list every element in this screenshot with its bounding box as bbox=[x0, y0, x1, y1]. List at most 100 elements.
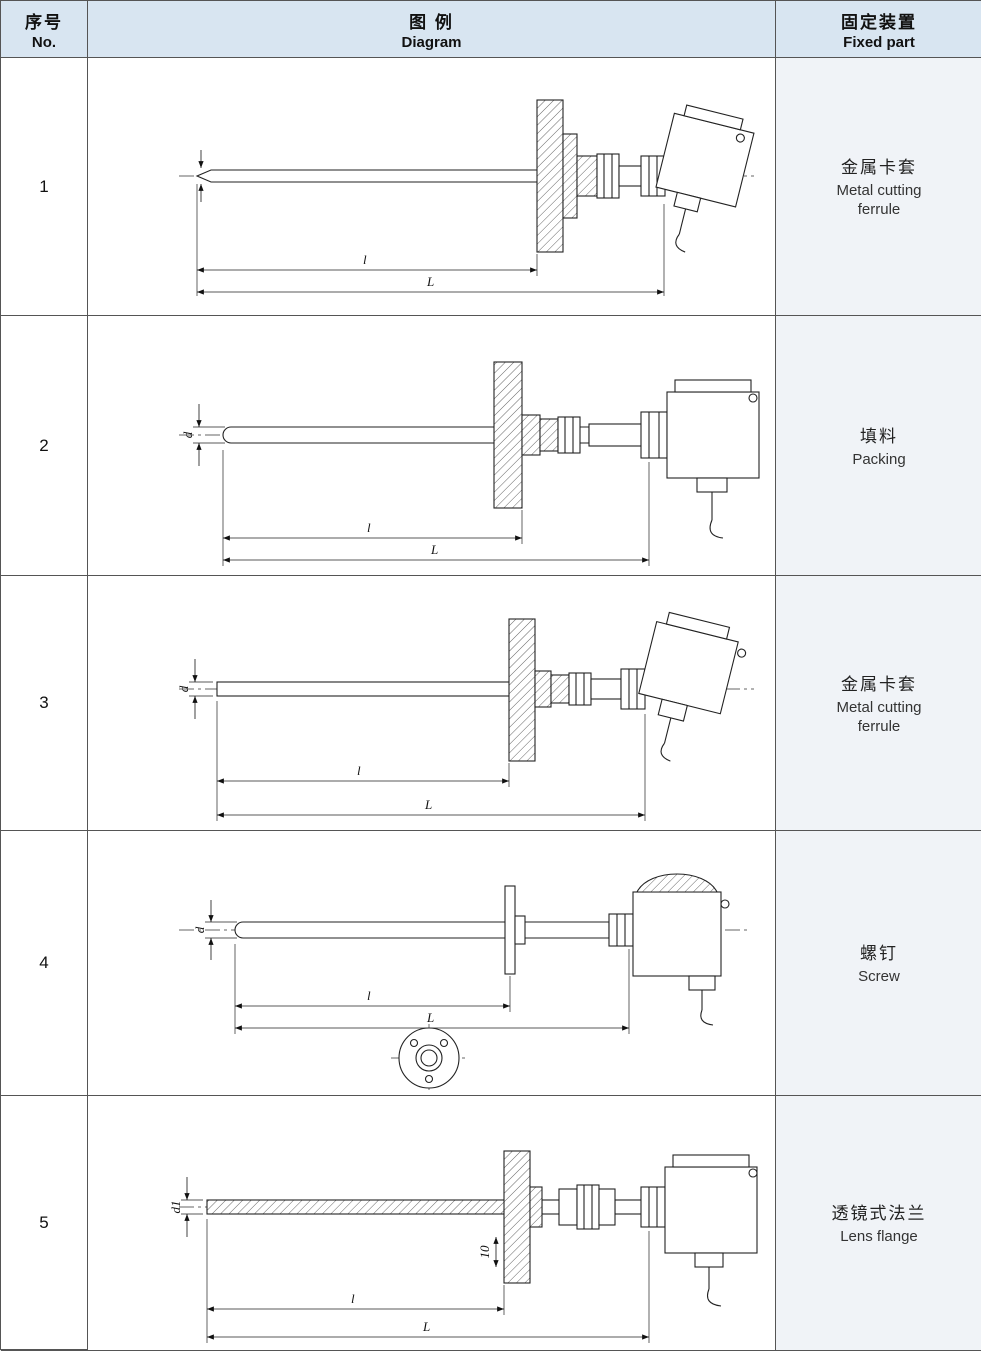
cable-gland bbox=[672, 191, 701, 212]
row-1-diagram-cell: l L bbox=[88, 58, 776, 316]
dim-label-L: L bbox=[422, 1319, 430, 1334]
dimension-l: l bbox=[216, 701, 509, 821]
dimension-d1: d1 bbox=[168, 1177, 203, 1237]
fixed-part-en: Lens flange bbox=[840, 1228, 918, 1246]
row-4-fixed-part: 螺钉 Screw bbox=[776, 831, 981, 1096]
cover-screw bbox=[747, 1168, 758, 1178]
diagram-row-2-thermocouple-packing: d bbox=[178, 360, 760, 566]
packing-gland bbox=[538, 415, 581, 454]
diagram-row-1-thermocouple-pointed-probe: l L bbox=[178, 98, 755, 296]
row-4-number: 4 bbox=[1, 831, 88, 1096]
flange bbox=[492, 360, 541, 509]
dimension-d: d bbox=[180, 403, 225, 466]
dimension-L: L bbox=[234, 949, 629, 1034]
disc-flange bbox=[503, 885, 526, 975]
probe-sheath bbox=[234, 921, 610, 939]
row-5-fixed-part: 透镜式法兰 Lens flange bbox=[776, 1096, 981, 1351]
cover-screw bbox=[719, 899, 730, 909]
dim-label-l: l bbox=[367, 520, 371, 535]
dim-label-L: L bbox=[426, 1010, 434, 1025]
cover-screw bbox=[735, 132, 745, 143]
fixed-part-zh: 金属卡套 bbox=[841, 158, 917, 178]
connection-head bbox=[639, 1154, 758, 1307]
fixed-part-zh: 透镜式法兰 bbox=[831, 1204, 927, 1224]
bolt-hole bbox=[439, 1038, 448, 1048]
row-2-diagram-cell: d bbox=[88, 316, 776, 576]
row-5-number: 5 bbox=[1, 1096, 88, 1351]
dim-label-l: l bbox=[351, 1291, 355, 1306]
fixed-part-en: Screw bbox=[858, 968, 900, 986]
dimension-l: l bbox=[196, 183, 537, 296]
dim-label-10: 10 bbox=[477, 1245, 492, 1259]
dimension-d: d bbox=[192, 900, 237, 960]
dimension-10: 10 bbox=[477, 1237, 499, 1267]
dimension-L: L bbox=[196, 203, 664, 296]
dim-label-d: d bbox=[192, 926, 207, 933]
dim-label-L: L bbox=[424, 797, 432, 812]
dimension-l: l bbox=[222, 449, 522, 566]
cable-gland bbox=[693, 1252, 724, 1268]
dimension-L: L bbox=[222, 461, 649, 566]
lens-flange bbox=[502, 1150, 543, 1284]
header-diagram: 图 例 Diagram bbox=[88, 1, 776, 58]
cable-gland bbox=[687, 975, 716, 991]
fixed-part-zh: 螺钉 bbox=[860, 944, 898, 964]
dome-cover bbox=[635, 873, 718, 893]
probe-sheath bbox=[222, 422, 645, 447]
fixed-part-en: Packing bbox=[852, 450, 906, 468]
dim-label-l: l bbox=[363, 252, 367, 267]
dimension-d: d bbox=[176, 659, 213, 719]
bolt-hole bbox=[424, 1074, 433, 1084]
dim-label-l: l bbox=[367, 988, 371, 1003]
connection-head bbox=[639, 378, 760, 539]
row-5-diagram-cell: d1 10 bbox=[88, 1096, 776, 1351]
flange-front-view bbox=[390, 1024, 467, 1090]
dim-label-d: d bbox=[176, 685, 191, 692]
probe-sheath bbox=[195, 149, 540, 202]
ferrule-fitting bbox=[549, 668, 646, 710]
header-no-zh: 序号 bbox=[25, 12, 63, 32]
row-4-diagram-cell: d l bbox=[88, 831, 776, 1096]
dimension-l: l bbox=[206, 1219, 504, 1343]
header-no: 序号 No. bbox=[1, 1, 88, 58]
row-3-number: 3 bbox=[1, 576, 88, 831]
connection-head bbox=[654, 103, 755, 253]
header-fixed-zh: 固定装置 bbox=[841, 12, 917, 32]
dim-label-d: d bbox=[180, 431, 195, 438]
dim-label-d1: d1 bbox=[168, 1201, 183, 1214]
header-fixed-part: 固定装置 Fixed part bbox=[776, 1, 981, 58]
header-fixed-en: Fixed part bbox=[843, 33, 915, 51]
dim-label-l: l bbox=[357, 763, 361, 778]
fixed-part-en: Metal cutting ferrule bbox=[836, 698, 922, 735]
cover-screw bbox=[747, 392, 758, 403]
row-1-fixed-part: 金属卡套 Metal cutting ferrule bbox=[776, 58, 981, 316]
header-diagram-zh: 图 例 bbox=[409, 12, 454, 32]
cable-gland bbox=[695, 476, 728, 493]
flange bbox=[535, 98, 578, 253]
dim-label-L: L bbox=[430, 542, 438, 557]
fixed-part-en: Metal cutting ferrule bbox=[836, 182, 922, 218]
probe-sheath bbox=[205, 1199, 646, 1215]
fixed-part-zh: 填料 bbox=[860, 426, 898, 446]
row-3-fixed-part: 金属卡套 Metal cutting ferrule bbox=[776, 576, 981, 831]
diagram-row-5-thermocouple-lens-flange: d1 10 bbox=[168, 1150, 758, 1343]
header-diagram-en: Diagram bbox=[401, 33, 462, 51]
dimension-L: L bbox=[216, 714, 645, 821]
dimension-l: l bbox=[234, 944, 510, 1034]
diagram-row-4-thermocouple-screw-flange: d l bbox=[178, 873, 749, 1090]
row-1-number: 1 bbox=[1, 58, 88, 316]
header-no-en: No. bbox=[31, 33, 57, 51]
row-2-fixed-part: 填料 Packing bbox=[776, 316, 981, 576]
union-coupling bbox=[557, 1184, 616, 1230]
dimension-L: L bbox=[206, 1231, 649, 1343]
connection-head bbox=[607, 873, 730, 1026]
ferrule-fitting bbox=[575, 152, 666, 199]
bolt-hole bbox=[409, 1038, 418, 1048]
row-2-number: 2 bbox=[1, 316, 88, 576]
cover-screw bbox=[736, 648, 746, 658]
fixed-part-zh: 金属卡套 bbox=[841, 674, 917, 694]
diagram-row-3-thermocouple-ferrule: d bbox=[176, 611, 754, 821]
connection-head bbox=[637, 611, 746, 762]
flange bbox=[507, 618, 552, 762]
